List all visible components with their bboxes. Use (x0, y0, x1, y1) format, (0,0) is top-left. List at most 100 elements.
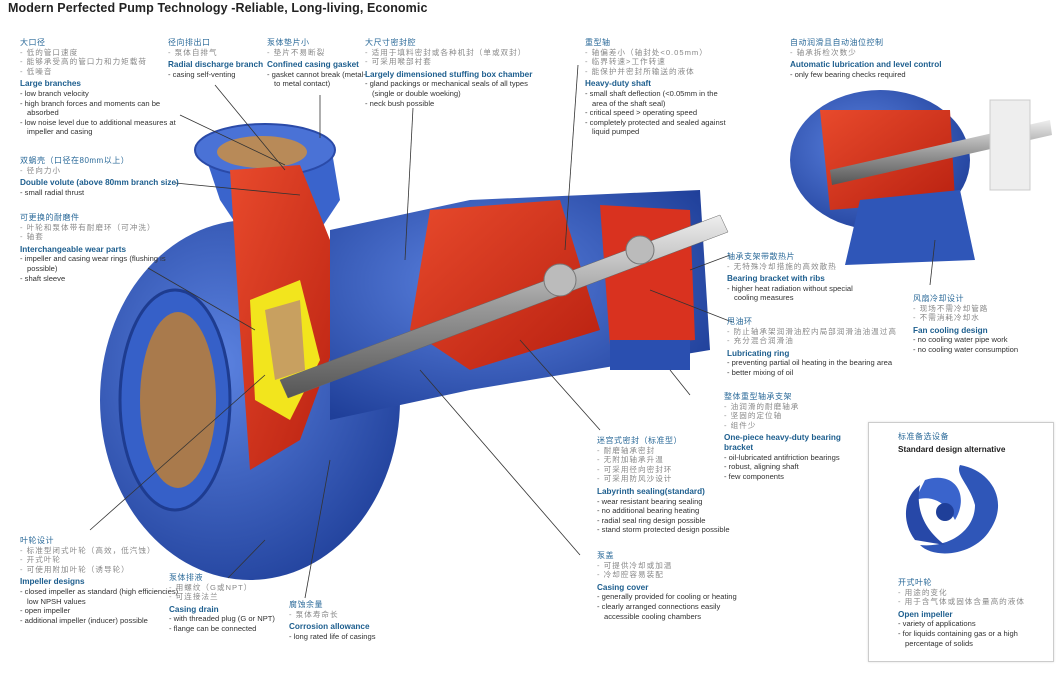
cn-title: 轴承支架带散热片 (727, 252, 795, 261)
callout-double-volute: 双蜗壳（口径在80mm以上） 径向力小 Double volute (above… (20, 156, 190, 197)
en-line: stand storm protected design possible (597, 525, 757, 535)
callout-lubricating-ring: 甩油环 防止轴承架润滑油腔内局部润滑油油温过高 充分混合润滑油 Lubricat… (727, 317, 907, 378)
callout-radial-discharge: 径向排出口 泵体自排气 Radial discharge branch casi… (168, 38, 268, 79)
callout-fan-cooling: 风扇冷却设计 现场不需冷却管路 不需消耗冷却水 Fan cooling desi… (913, 294, 1053, 355)
callout-casing-cover: 泵盖 可提供冷却或加温 冷却腔容易装配 Casing cover general… (597, 551, 737, 621)
en-title: Automatic lubrication and level control (790, 60, 942, 70)
en-line: high branch forces and moments can be ab… (20, 99, 180, 118)
shaft (279, 214, 729, 399)
en-line: wear resistant bearing sealing (597, 497, 757, 507)
cn-line: 用途的变化 (898, 588, 1048, 598)
cn-line: 无附加轴承升温 (597, 455, 757, 465)
cn-title: 泵体排液 (169, 573, 203, 582)
standard-design-alternative-box (868, 422, 1054, 662)
en-line: higher heat radiation without special co… (727, 284, 867, 303)
en-line: impeller and casing wear rings (flushing… (20, 254, 180, 273)
en-title: Corrosion allowance (289, 622, 370, 632)
cn-line: 可使用附加叶轮（诱导轮） (20, 565, 180, 575)
en-title: Standard design alternative (898, 444, 1006, 454)
cn-title: 自动润滑且自动油位控制 (790, 38, 884, 47)
cn-title: 整体重型轴承支架 (724, 392, 792, 401)
en-line: shaft sleeve (20, 274, 180, 284)
cn-line: 能保护并密封所输送的液体 (585, 67, 735, 77)
en-line: long rated life of casings (289, 632, 409, 642)
en-line: low noise level due to additional measur… (20, 118, 180, 137)
cn-line: 泵体寿命长 (289, 610, 409, 620)
cn-line: 垫片不易断裂 (267, 48, 367, 58)
en-title: Large branches (20, 79, 81, 89)
en-title: Impeller designs (20, 577, 85, 587)
cn-line: 油润滑的耐磨轴承 (724, 402, 854, 412)
en-line: gasket cannot break (metal-to metal cont… (267, 70, 367, 89)
en-line: clearly arranged connections easily acce… (597, 602, 737, 621)
page-title: Modern Perfected Pump Technology -Reliab… (8, 1, 428, 15)
en-title: Radial discharge branch (168, 60, 264, 70)
cn-line: 径向力小 (20, 166, 190, 176)
callout-large-branches: 大口径 低的管口速度 能够承受高的管口力和力矩载荷 低噪音 Large bran… (20, 38, 180, 137)
cn-title: 泵盖 (597, 551, 614, 560)
en-line: no cooling water consumption (913, 345, 1053, 355)
cn-title: 标准备选设备 (898, 432, 949, 441)
cn-line: 无特殊冷却措施的高效散热 (727, 262, 867, 272)
callout-casing-gasket: 泵体垫片小 垫片不易断裂 Confined casing gasket gask… (267, 38, 367, 89)
en-title: Open impeller (898, 609, 953, 619)
cn-line: 低的管口速度 (20, 48, 180, 58)
en-title: Confined casing gasket (267, 60, 359, 70)
cn-line: 不需消耗冷却水 (913, 313, 1053, 323)
en-line: with threaded plug (G or NPT) (169, 614, 289, 624)
en-title: Double volute (above 80mm branch size) (20, 178, 179, 188)
cn-title: 重型轴 (585, 38, 611, 47)
en-line: casing self-venting (168, 70, 268, 80)
en-title: Lubricating ring (727, 348, 790, 358)
cn-line: 耐磨轴承密封 (597, 446, 757, 456)
alternative-heading: 标准备选设备 Standard design alternative (898, 432, 1048, 454)
en-line: oil-lubricated antifriction bearings (724, 453, 854, 463)
en-line: variety of applications (898, 619, 1048, 629)
cn-line: 冷却腔容易装配 (597, 570, 737, 580)
en-line: no cooling water pipe work (913, 335, 1053, 345)
en-line: robust, aligning shaft (724, 462, 854, 472)
cn-line: 临界转速>工作转速 (585, 57, 735, 67)
en-line: small radial thrust (20, 188, 190, 198)
en-line: additional impeller (inducer) possible (20, 616, 180, 626)
cn-title: 腐蚀余量 (289, 600, 323, 609)
cn-line: 组件少 (724, 421, 854, 431)
cn-line: 可采用喉部衬套 (365, 57, 545, 67)
en-line: closed impeller as standard (high effici… (20, 587, 180, 606)
cn-line: 现场不需冷却管路 (913, 304, 1053, 314)
cn-line: 低噪音 (20, 67, 180, 77)
cn-line: 可采用防风沙设计 (597, 474, 757, 484)
cn-line: 用螺纹（G或NPT） (169, 583, 289, 593)
en-title: Interchangeable wear parts (20, 244, 127, 254)
en-line: better mixing of oil (727, 368, 907, 378)
cn-line: 用于含气体或固体含量高的液体 (898, 597, 1048, 607)
callout-labyrinth-sealing: 迷宫式密封（标准型） 耐磨轴承密封 无附加轴承升温 可采用径向密封环 可采用防风… (597, 436, 757, 535)
cn-line: 防止轴承架润滑油腔内局部润滑油油温过高 (727, 327, 907, 337)
cn-line: 轴偏差小（轴封处<0.05mm） (585, 48, 735, 58)
callout-bearing-bracket-ribs: 轴承支架带散热片 无特殊冷却措施的高效散热 Bearing bracket wi… (727, 252, 867, 303)
en-line: no additional bearing heating (597, 506, 757, 516)
cn-line: 适用于填料密封或各种机封（单或双封） (365, 48, 545, 58)
cn-title: 泵体垫片小 (267, 38, 310, 47)
en-line: small shaft deflection (<0.05mm in the a… (585, 89, 735, 108)
cn-title: 可更换的耐磨件 (20, 213, 80, 222)
en-title: Casing drain (169, 604, 219, 614)
en-line: neck bush possible (365, 99, 545, 109)
cn-title: 大尺寸密封腔 (365, 38, 416, 47)
en-title: Heavy-duty shaft (585, 79, 651, 89)
en-line: flange can be connected (169, 624, 289, 634)
cn-line: 可提供冷却或加温 (597, 561, 737, 571)
cn-title: 双蜗壳（口径在80mm以上） (20, 156, 130, 165)
fan-cooling-unit (790, 90, 1052, 265)
en-title: Largely dimensioned stuffing box chamber (365, 69, 533, 79)
en-line: generally provided for cooling or heatin… (597, 592, 737, 602)
en-title: Casing cover (597, 582, 649, 592)
en-line: gland packings or mechanical seals of al… (365, 79, 545, 98)
en-title: Fan cooling design (913, 325, 988, 335)
en-line: critical speed > operating speed (585, 108, 735, 118)
cn-line: 开式叶轮 (20, 555, 180, 565)
cn-line: 叶轮和泵体带有耐磨环（可冲洗） (20, 223, 180, 233)
callout-corrosion-allowance: 腐蚀余量 泵体寿命长 Corrosion allowance long rate… (289, 600, 409, 641)
cn-title: 迷宫式密封（标准型） (597, 436, 682, 445)
en-line: radial seal ring design possible (597, 516, 757, 526)
